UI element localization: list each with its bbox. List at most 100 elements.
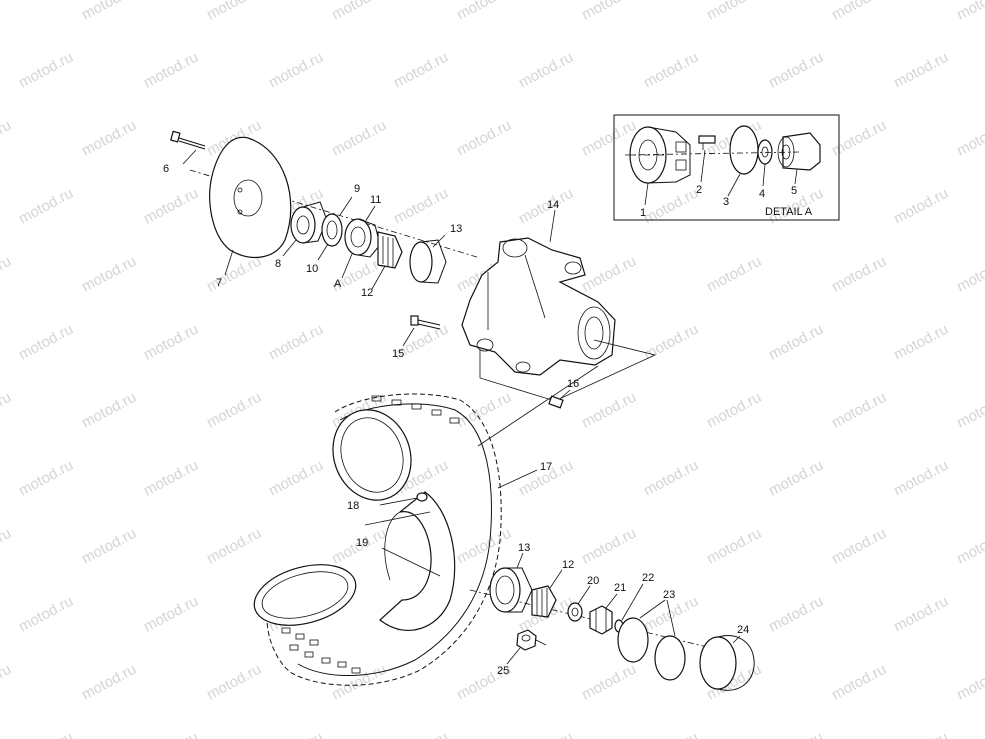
- watermark-text: motod.ru: [766, 593, 826, 636]
- callout-21: 21: [614, 582, 626, 594]
- watermark-text: motod.ru: [891, 729, 951, 739]
- watermark-text: motod.ru: [16, 321, 76, 364]
- watermark-text: motod.ru: [704, 253, 764, 296]
- watermark-text: motod.ru: [329, 117, 389, 160]
- watermark-text: motod.ru: [266, 49, 326, 92]
- watermark-text: motod.ru: [891, 321, 951, 364]
- callout-6: 6: [163, 163, 169, 175]
- watermark-text: motod.ru: [16, 457, 76, 500]
- watermark-text: motod.ru: [266, 729, 326, 739]
- watermark-text: motod.ru: [0, 0, 14, 24]
- watermark-text: motod.ru: [829, 0, 889, 24]
- watermark-text: motod.ru: [516, 49, 576, 92]
- callout-5: 5: [791, 185, 797, 197]
- watermark-text: motod.ru: [829, 389, 889, 432]
- watermark-text: motod.ru: [391, 49, 451, 92]
- part-11-bearing: [344, 218, 381, 258]
- callout-24: 24: [737, 624, 749, 636]
- watermark-text: motod.ru: [579, 389, 639, 432]
- watermark-text: motod.ru: [16, 185, 76, 228]
- watermark-text: motod.ru: [454, 117, 514, 160]
- callout-19: 19: [356, 537, 368, 549]
- tire-reference-line: [477, 365, 599, 447]
- watermark-text: motod.ru: [0, 253, 14, 296]
- watermark-text: motod.ru: [204, 0, 264, 24]
- watermark-text: motod.ru: [16, 49, 76, 92]
- watermark-text: motod.ru: [766, 729, 826, 739]
- callout-1: 1: [640, 207, 646, 219]
- watermark-text: motod.ru: [891, 457, 951, 500]
- part-9-seal: [321, 213, 343, 247]
- watermark-text: motod.ru: [141, 185, 201, 228]
- part-13-race-lower: [489, 567, 533, 613]
- watermark-text: motod.ru: [0, 661, 14, 704]
- watermark-text: motod.ru: [79, 525, 139, 568]
- callout-12-lower: 12: [562, 559, 574, 571]
- watermark-text: motod.ru: [766, 49, 826, 92]
- part-12-bearing-lower: [531, 585, 557, 618]
- detail-a-title: DETAIL A: [765, 206, 813, 218]
- callout-8: 8: [275, 258, 281, 270]
- watermark-text: motod.ru: [516, 729, 576, 739]
- watermark-text: motod.ru: [141, 457, 201, 500]
- watermark-text: motod.ru: [204, 253, 264, 296]
- callout-17: 17: [540, 461, 552, 473]
- watermark-text: motod.ru: [829, 117, 889, 160]
- watermark-text: motod.ru: [641, 49, 701, 92]
- part-14-hub: [461, 237, 616, 376]
- callout-13-lower: 13: [518, 542, 530, 554]
- callout-23: 23: [663, 589, 675, 601]
- part-6-bolt: [170, 130, 206, 150]
- watermark-text: motod.ru: [391, 185, 451, 228]
- part-19-wheel-rim: [379, 491, 456, 631]
- watermark-text: motod.ru: [704, 525, 764, 568]
- part-18-valve: [416, 492, 428, 502]
- watermark-text: motod.ru: [16, 593, 76, 636]
- watermark-text: motod.ru: [891, 593, 951, 636]
- upper-axis-line: [189, 169, 481, 259]
- watermark-text: motod.ru: [579, 253, 639, 296]
- callout-14: 14: [547, 199, 559, 211]
- detail-part-3-ring: [729, 125, 759, 175]
- watermark-text: motod.ru: [79, 253, 139, 296]
- part-24-hub-cap: [699, 635, 755, 691]
- part-17-tire: [253, 393, 502, 686]
- watermark-text: motod.ru: [79, 661, 139, 704]
- watermark-text: motod.ru: [454, 0, 514, 24]
- watermark-text: motod.ru: [579, 525, 639, 568]
- watermark-text: motod.ru: [891, 49, 951, 92]
- detail-part-1-housing: [629, 126, 691, 184]
- part-7-brake-disc: [209, 136, 292, 258]
- part-25-lug-nut: [516, 629, 537, 651]
- watermark-text: motod.ru: [954, 117, 985, 160]
- callout-11: 11: [370, 194, 381, 206]
- detail-a-box: 1 2 3 4 5 DETAIL A: [613, 114, 840, 221]
- watermark-text: motod.ru: [766, 457, 826, 500]
- callout-9: 9: [354, 183, 360, 195]
- watermark-text: motod.ru: [79, 0, 139, 24]
- detail-part-2-pin: [698, 135, 716, 150]
- callout-22: 22: [642, 572, 654, 584]
- watermark-text: motod.ru: [0, 117, 14, 160]
- watermark-text: motod.ru: [954, 253, 985, 296]
- part-13-race: [409, 239, 447, 284]
- detail-a-frame: [613, 114, 840, 221]
- callout-12-upper: 12: [361, 287, 373, 299]
- watermark-text: motod.ru: [829, 525, 889, 568]
- watermark-text: motod.ru: [329, 0, 389, 24]
- part-16-screw: [548, 395, 564, 409]
- watermark-text: motod.ru: [204, 525, 264, 568]
- watermark-text: motod.ru: [641, 185, 701, 228]
- watermark-text: motod.ru: [266, 457, 326, 500]
- watermark-text: motod.ru: [704, 0, 764, 24]
- part-21-castle-nut: [589, 605, 613, 635]
- watermark-text: motod.ru: [766, 321, 826, 364]
- part-23-o-rings: [617, 617, 686, 681]
- watermark-text: motod.ru: [579, 661, 639, 704]
- callout-3: 3: [723, 196, 729, 208]
- part-8-washer: [290, 201, 328, 244]
- callout-13-upper: 13: [450, 223, 462, 235]
- watermark-text: motod.ru: [16, 729, 76, 739]
- detail-part-5-nut: [777, 132, 821, 171]
